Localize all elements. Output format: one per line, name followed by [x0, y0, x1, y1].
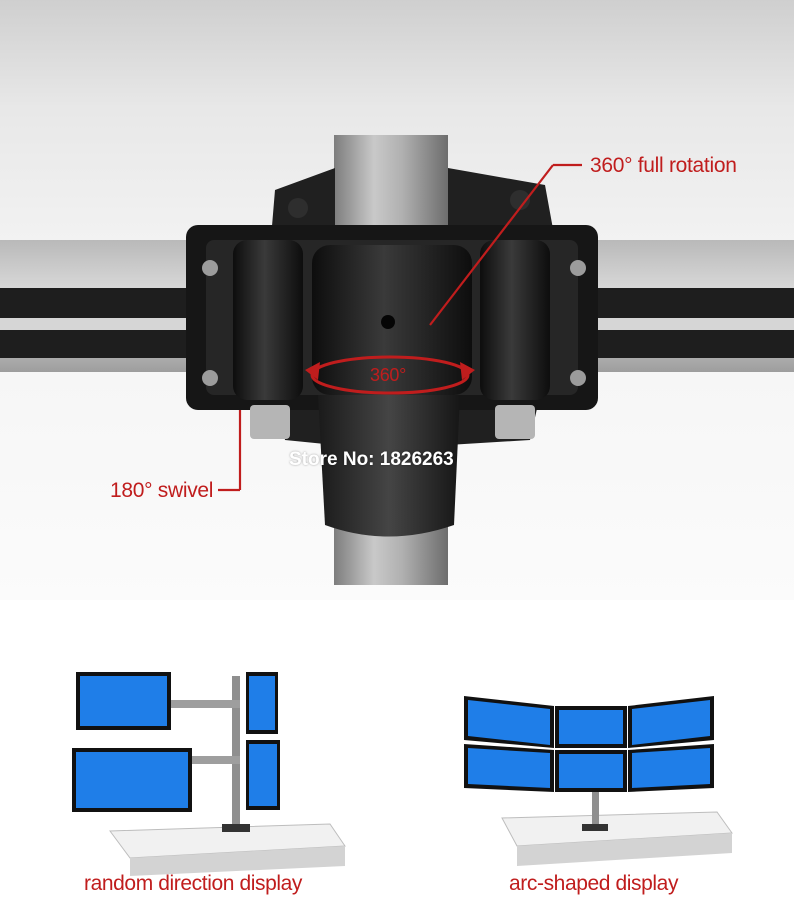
configuration-examples: random direction display arc-shaped disp… — [0, 600, 794, 920]
random-direction-caption: random direction display — [84, 872, 303, 895]
screen — [76, 672, 171, 730]
rotation-arc-label: 360° — [370, 365, 407, 385]
screen — [246, 672, 278, 734]
store-watermark: Store No: 1826263 — [289, 449, 454, 470]
screen — [72, 748, 192, 812]
left-hinge-cylinder — [233, 240, 303, 400]
swivel-label: 180° swivel — [110, 479, 214, 502]
bolts — [202, 190, 586, 439]
monitor-mount-illustration — [0, 135, 794, 585]
screen-grid — [464, 696, 714, 792]
arc-shaped-illustration — [464, 696, 733, 866]
random-direction-illustration — [72, 672, 346, 876]
arc-shaped-caption: arc-shaped display — [509, 872, 679, 895]
foam-sleeve — [318, 395, 460, 537]
rotation-arc-arrow — [305, 355, 475, 395]
product-closeup-photo: 360° full rotation 360° 180° swivel Stor… — [0, 0, 794, 600]
right-hinge-cylinder — [480, 240, 550, 400]
screen — [246, 740, 280, 810]
annotation-lines — [218, 163, 582, 492]
full-rotation-label: 360° full rotation — [590, 154, 737, 177]
